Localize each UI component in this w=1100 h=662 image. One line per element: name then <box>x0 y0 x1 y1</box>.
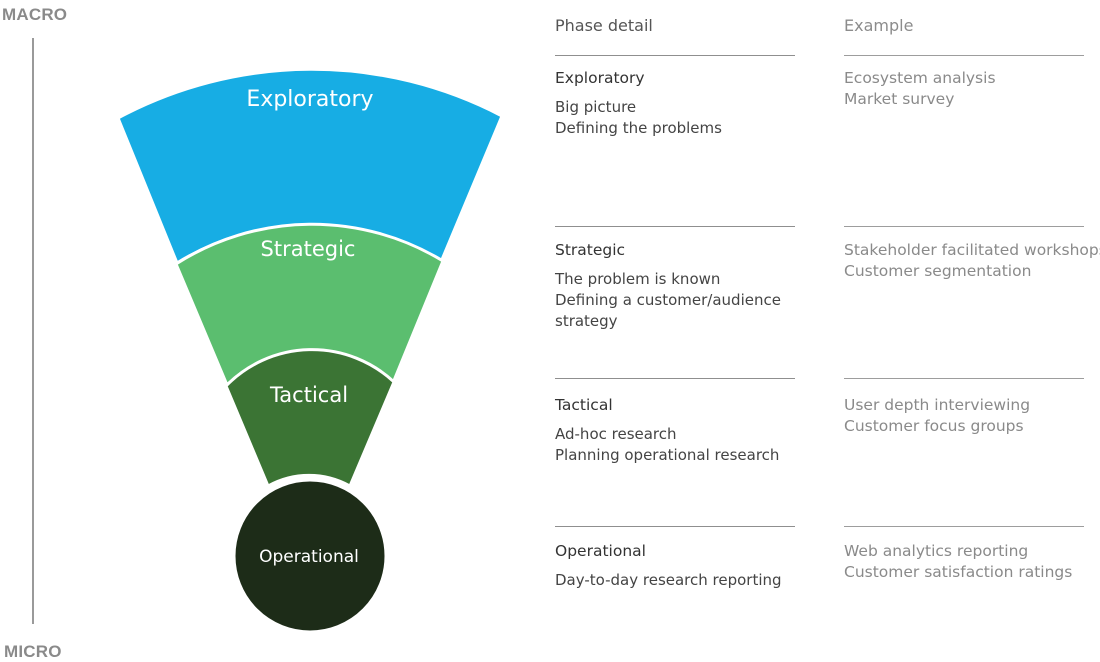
example-divider <box>844 526 1084 527</box>
funnel-label-operational: Operational <box>259 547 359 567</box>
phase-detail-operational: Operational Day-to-day research reportin… <box>555 541 815 591</box>
phase-detail-tactical: Tactical Ad-hoc research Planning operat… <box>555 395 815 466</box>
phase-example-tactical: User depth interviewing Customer focus g… <box>844 395 1100 436</box>
example-header: Example <box>844 16 914 35</box>
example-line: Ecosystem analysis <box>844 69 996 87</box>
example-line: Customer satisfaction ratings <box>844 562 1073 581</box>
detail-divider <box>555 55 795 56</box>
example-line: Market survey <box>844 89 955 108</box>
funnel-label-strategic: Strategic <box>261 237 356 261</box>
micro-label: MICRO <box>4 642 62 661</box>
funnel-label-tactical: Tactical <box>269 383 348 407</box>
phase-detail-exploratory: Exploratory Big picture Defining the pro… <box>555 68 815 139</box>
phase-title: Strategic <box>555 241 626 259</box>
phase-detail-line: strategy <box>555 312 618 330</box>
phase-detail-line: Defining the problems <box>555 119 722 137</box>
detail-divider <box>555 526 795 527</box>
phase-title: Tactical <box>555 396 613 414</box>
phase-detail-line: Big picture <box>555 98 637 116</box>
funnel-label-exploratory: Exploratory <box>246 87 373 112</box>
phase-detail-line: Day-to-day research reporting <box>555 571 782 589</box>
phase-detail-line: The problem is known <box>555 270 721 288</box>
phase-example-exploratory: Ecosystem analysis Market survey <box>844 68 1100 109</box>
example-divider <box>844 378 1084 379</box>
phase-detail-strategic: Strategic The problem is known Defining … <box>555 240 815 332</box>
phase-title: Exploratory <box>555 69 645 87</box>
example-line: Customer focus groups <box>844 416 1024 435</box>
phase-example-operational: Web analytics reporting Customer satisfa… <box>844 541 1100 582</box>
phase-detail-line: Defining a customer/audience <box>555 291 781 309</box>
phase-detail-header: Phase detail <box>555 16 653 35</box>
funnel-segment-tactical <box>224 348 396 488</box>
phase-title: Operational <box>555 542 646 560</box>
example-line: User depth interviewing <box>844 396 1031 414</box>
phase-detail-line: Ad-hoc research <box>555 425 677 443</box>
phase-detail-line: Planning operational research <box>555 446 780 464</box>
example-divider <box>844 55 1084 56</box>
funnel-circle-operational <box>232 478 388 634</box>
research-funnel-diagram: Exploratory Strategic Tactical Operation… <box>116 67 504 634</box>
detail-divider <box>555 378 795 379</box>
example-line: Customer segmentation <box>844 261 1032 280</box>
detail-divider <box>555 226 795 227</box>
example-line: Stakeholder facilitated workshops <box>844 241 1100 259</box>
example-divider <box>844 226 1084 227</box>
phase-example-strategic: Stakeholder facilitated workshops Custom… <box>844 240 1100 281</box>
macro-label: MACRO <box>2 5 68 24</box>
example-line: Web analytics reporting <box>844 542 1029 560</box>
macro-micro-axis-line <box>32 38 34 624</box>
